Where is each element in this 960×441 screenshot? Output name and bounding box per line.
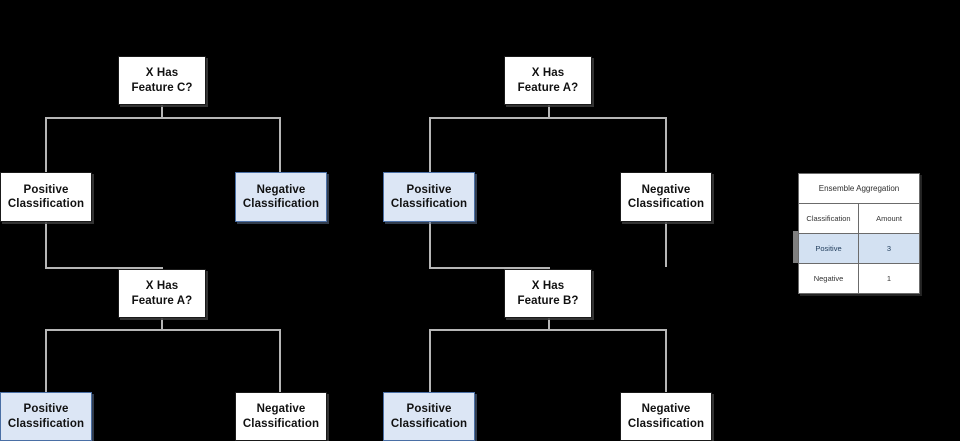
edge-tree1-mid-span (45, 267, 162, 269)
node-tree4-negative-top[interactable]: Negative Classification (620, 172, 712, 222)
node-tree1-mid[interactable]: X Has Feature A? (118, 269, 206, 318)
edge-tree1-root-stem (161, 105, 163, 117)
edge-tree1-to-right (279, 117, 281, 172)
cell-classification-negative: Negative (799, 264, 859, 293)
table-title-row: Ensemble Aggregation (799, 174, 919, 204)
edge-tree2-root-span (429, 117, 666, 119)
node-tree2-positive[interactable]: Positive Classification (383, 172, 475, 222)
table-header-row: Classification Amount (799, 204, 919, 234)
edge-tree2-to-left (429, 117, 431, 172)
edge-tree3-leaf-span (429, 329, 666, 331)
node-tree1-left[interactable]: Positive Classification (0, 172, 92, 222)
table-row-negative[interactable]: Negative 1 (799, 264, 919, 293)
node-tree2-negative[interactable]: Negative Classification (235, 172, 327, 222)
column-header-classification: Classification (799, 204, 859, 233)
edge-tree3-up (429, 222, 431, 267)
edge-tree3-to-right (665, 329, 667, 392)
node-tree1-leaf-negative[interactable]: Negative Classification (235, 392, 327, 441)
cell-amount-positive: 3 (886, 244, 892, 253)
edge-tree3-to-left (429, 329, 431, 392)
edge-tree1-root-span (45, 117, 279, 119)
node-tree1-leaf-positive[interactable]: Positive Classification (0, 392, 92, 441)
node-tree3-root[interactable]: X Has Feature B? (504, 269, 592, 318)
node-tree3-positive[interactable]: Positive Classification (383, 392, 475, 441)
ensemble-aggregation-table[interactable]: Ensemble Aggregation Classification Amou… (798, 173, 920, 294)
cell-classification-positive: Positive (799, 234, 859, 263)
edge-tree3-span (429, 267, 549, 269)
edge-tree1-to-leaf1 (45, 329, 47, 392)
table-row-positive[interactable]: Positive 3 (799, 234, 919, 264)
column-header-amount: Amount (876, 214, 902, 223)
edge-tree1-mid-bottom (161, 318, 163, 329)
edge-tree4-right-up (665, 222, 667, 267)
edge-tree1-leaf-span (45, 329, 279, 331)
node-tree1-root[interactable]: X Has Feature C? (118, 56, 206, 105)
edge-tree1-to-leaf2 (279, 329, 281, 392)
node-tree2-root[interactable]: X Has Feature A? (504, 56, 592, 105)
edge-tree1-to-left (45, 117, 47, 172)
cell-amount-negative: 1 (886, 274, 892, 283)
edge-tree2-root-stem (548, 105, 550, 117)
edge-tree3-down-stem (548, 318, 550, 329)
table-title: Ensemble Aggregation (818, 184, 900, 193)
node-tree3-negative[interactable]: Negative Classification (620, 392, 712, 441)
edge-tree1-left-down (45, 222, 47, 267)
edge-tree2-to-right (665, 117, 667, 172)
table-side-tab (793, 231, 799, 263)
